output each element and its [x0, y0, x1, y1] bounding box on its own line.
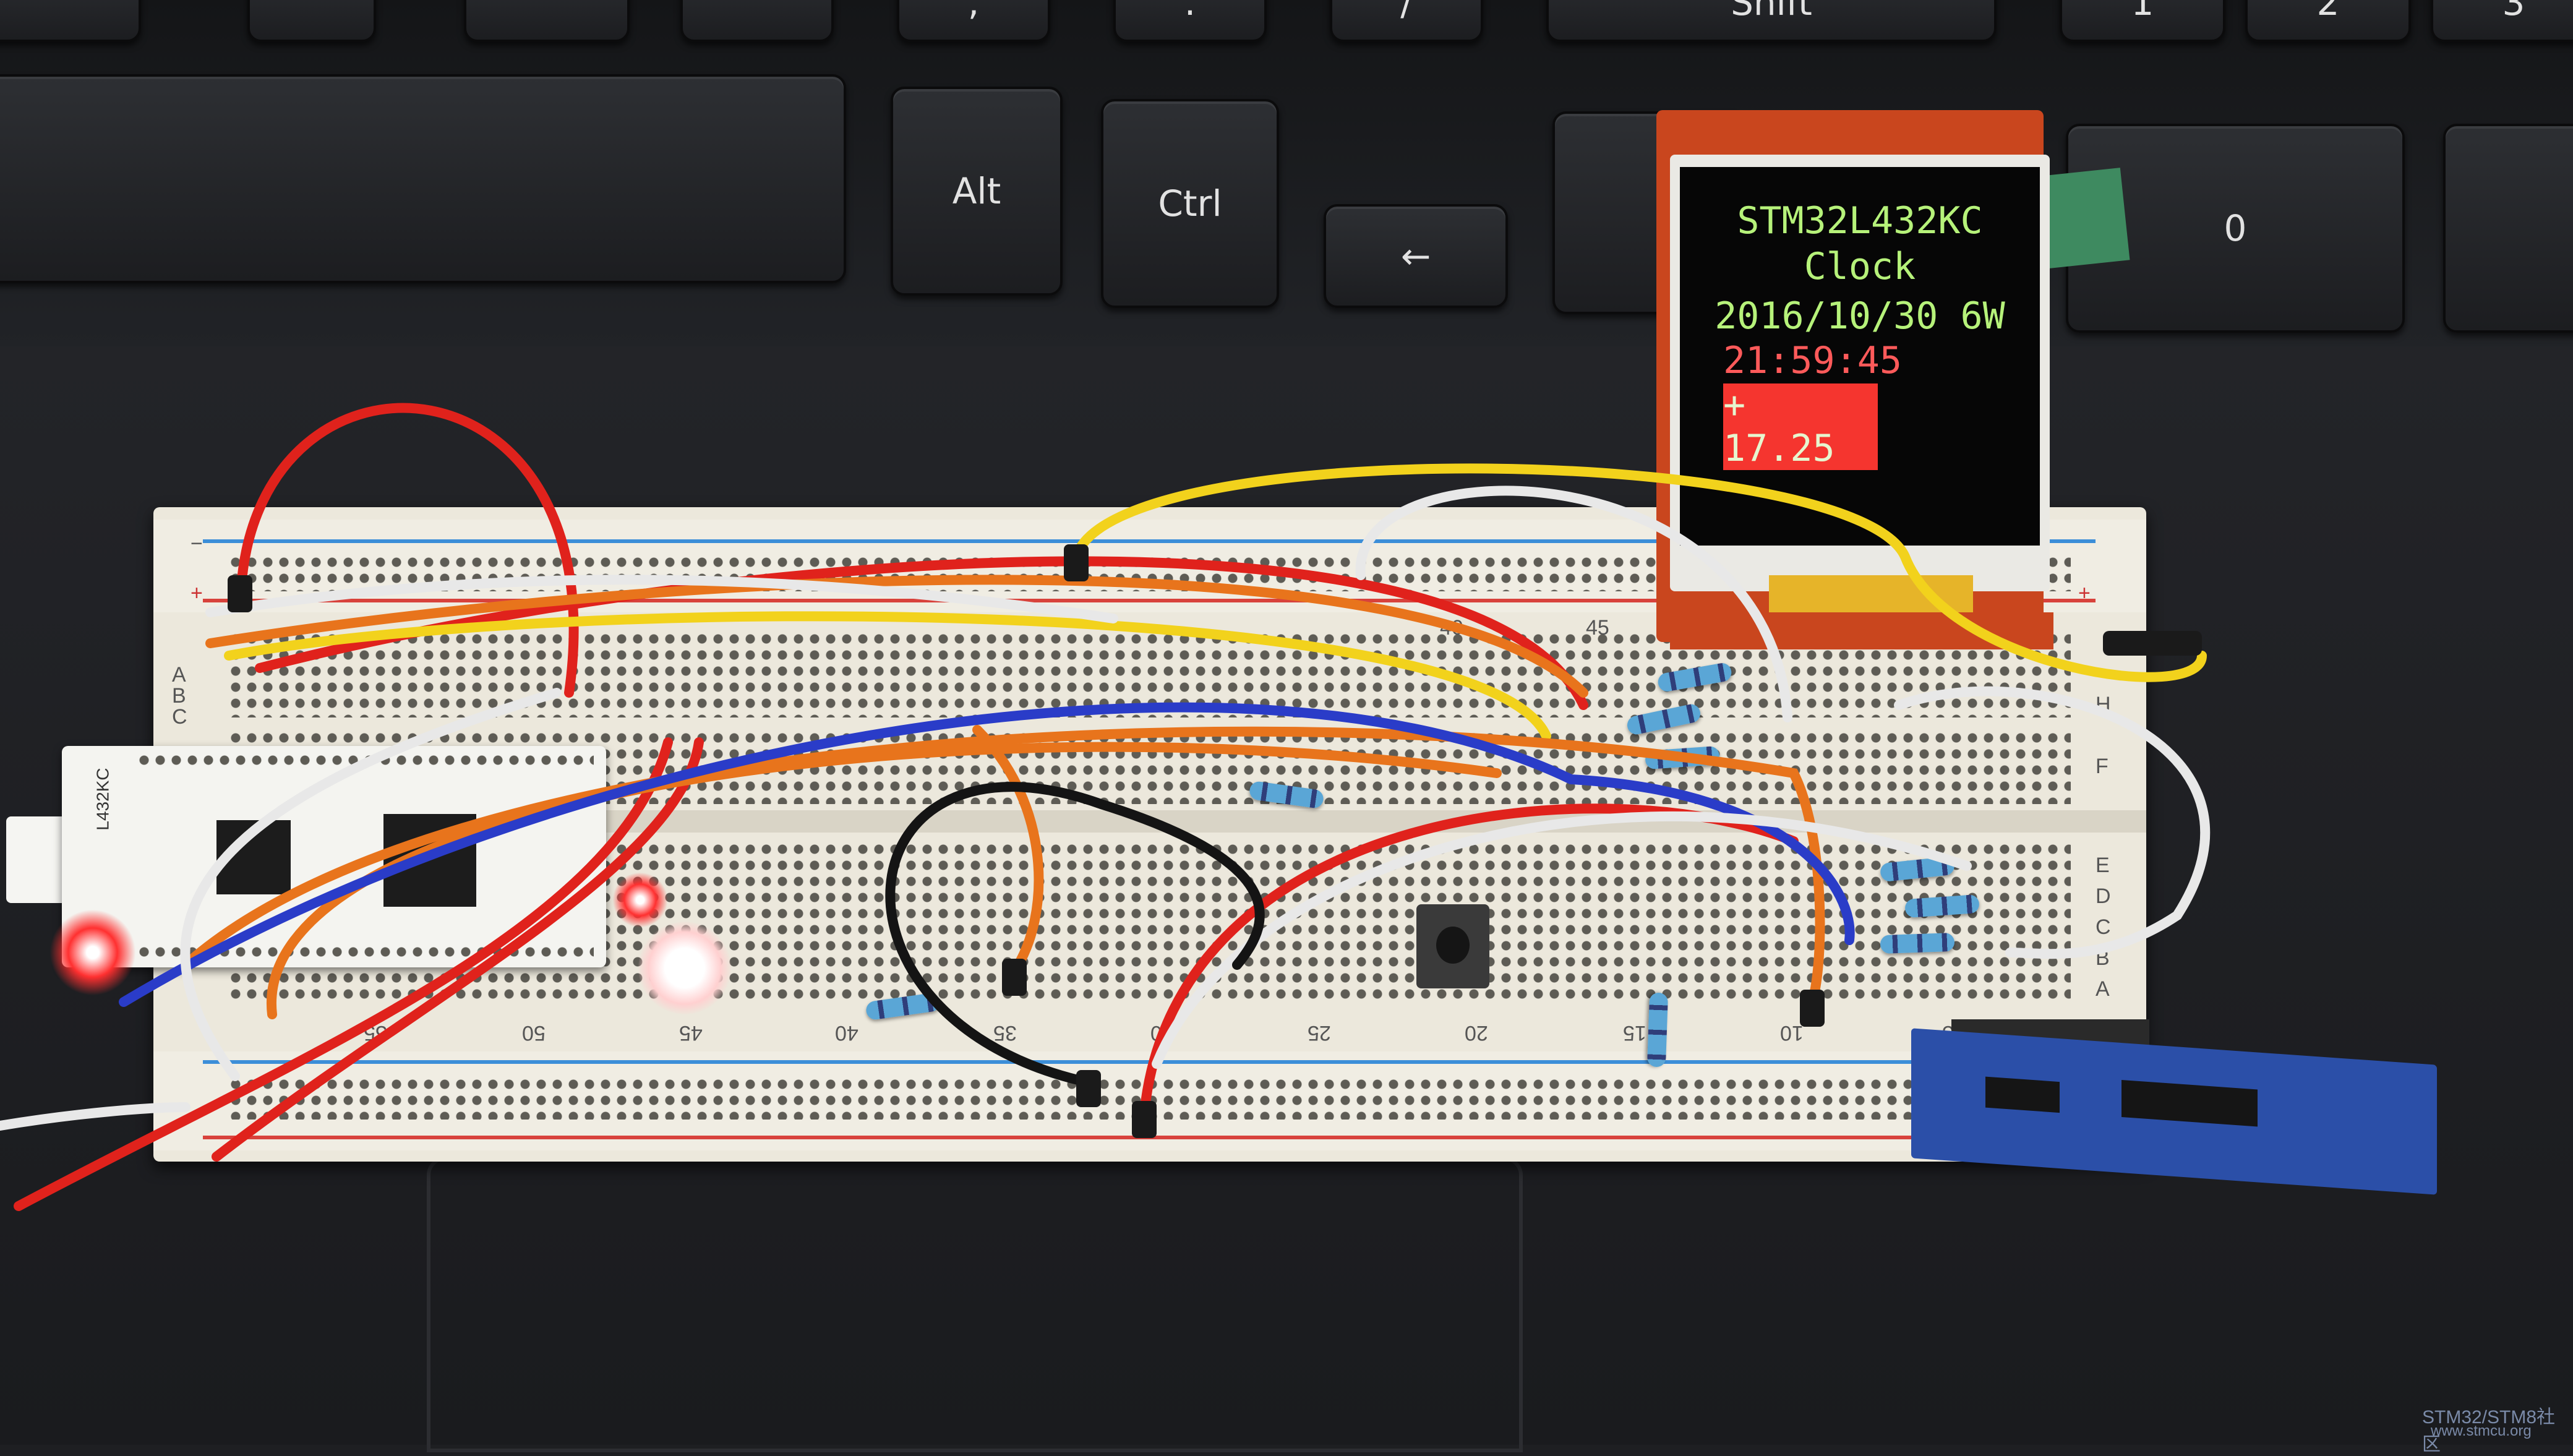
key-space	[0, 74, 846, 283]
rail-line-blue	[203, 539, 2096, 543]
wire-plug	[1132, 1101, 1157, 1138]
lcd-time: 21:59:45	[1723, 339, 1902, 382]
key-comma: ,	[897, 0, 1050, 42]
lcd-title: STM32L432KC	[1737, 199, 1983, 242]
lcd-temperature: + 17.25	[1723, 383, 1878, 470]
row-label: C	[172, 705, 187, 729]
wire-white	[1355, 486, 1792, 722]
row-label: A	[2096, 977, 2110, 1001]
wire-plug	[2103, 631, 2202, 656]
laptop-keyboard: , . / Shift 1 2 3 Alt Ctrl ← 0	[0, 0, 2573, 346]
key-shift: Shift	[1546, 0, 1997, 42]
wire-orange	[972, 725, 1044, 976]
wire-red	[212, 737, 704, 1162]
key-arrow-left: ←	[1324, 204, 1508, 308]
key	[2443, 124, 2573, 333]
key	[247, 0, 376, 42]
lcd-date: 2016/10/30 6W	[1715, 294, 2005, 338]
red-led-glow	[49, 909, 136, 996]
wire-white	[1894, 686, 2211, 959]
lcd-pin-header	[1670, 612, 2053, 649]
row-label: E	[2096, 854, 2110, 877]
wire-plug	[228, 575, 252, 612]
key-2: 2	[2245, 0, 2411, 42]
row-label: A	[172, 663, 186, 687]
white-led	[638, 922, 731, 1014]
key	[0, 0, 141, 42]
rail-sign-plus: +	[2078, 581, 2091, 605]
row-label: D	[2096, 884, 2111, 908]
key-slash: /	[1330, 0, 1483, 42]
wire-white	[0, 1102, 191, 1131]
wire-red	[14, 737, 673, 1211]
wire-blue	[119, 702, 1855, 1007]
column-number: 45	[1586, 616, 1609, 640]
wire-plug	[1064, 544, 1089, 581]
wire-plug	[1800, 990, 1825, 1027]
key-period: .	[1113, 0, 1267, 42]
row-label: F	[2096, 755, 2108, 778]
rail-line-red	[203, 599, 2096, 602]
wire-yellow	[224, 611, 1551, 741]
row-label: B	[172, 684, 186, 708]
watermark-text: STM32/STM8社区	[2422, 1407, 2556, 1455]
wire-black	[885, 782, 1265, 1087]
key-alt: Alt	[891, 87, 1063, 296]
wire-orange	[205, 575, 1588, 698]
red-led-glow	[612, 872, 668, 928]
wire-white	[180, 688, 562, 1081]
push-button-cap	[1436, 927, 1470, 964]
rail-sign-minus: −	[191, 532, 203, 555]
wire-white	[1152, 811, 1972, 1069]
rail-sign-plus: +	[191, 581, 203, 605]
row-label: C	[2096, 915, 2111, 939]
wire-plug	[1002, 959, 1027, 996]
wire-plug	[1076, 1070, 1101, 1107]
key-1: 1	[2060, 0, 2225, 42]
wire-red	[236, 403, 579, 698]
wire-white	[205, 575, 1118, 623]
key-3: 3	[2431, 0, 2573, 42]
key	[680, 0, 834, 42]
key	[464, 0, 630, 42]
lcd-screen: STM32L432KC Clock 2016/10/30 6W 21:59:45…	[1680, 167, 2040, 546]
watermark-url: www.stmcu.org	[2431, 1423, 2532, 1439]
key-ctrl: Ctrl	[1101, 99, 1279, 308]
wire-yellow	[1071, 463, 2207, 682]
lcd-subtitle: Clock	[1804, 245, 1916, 288]
